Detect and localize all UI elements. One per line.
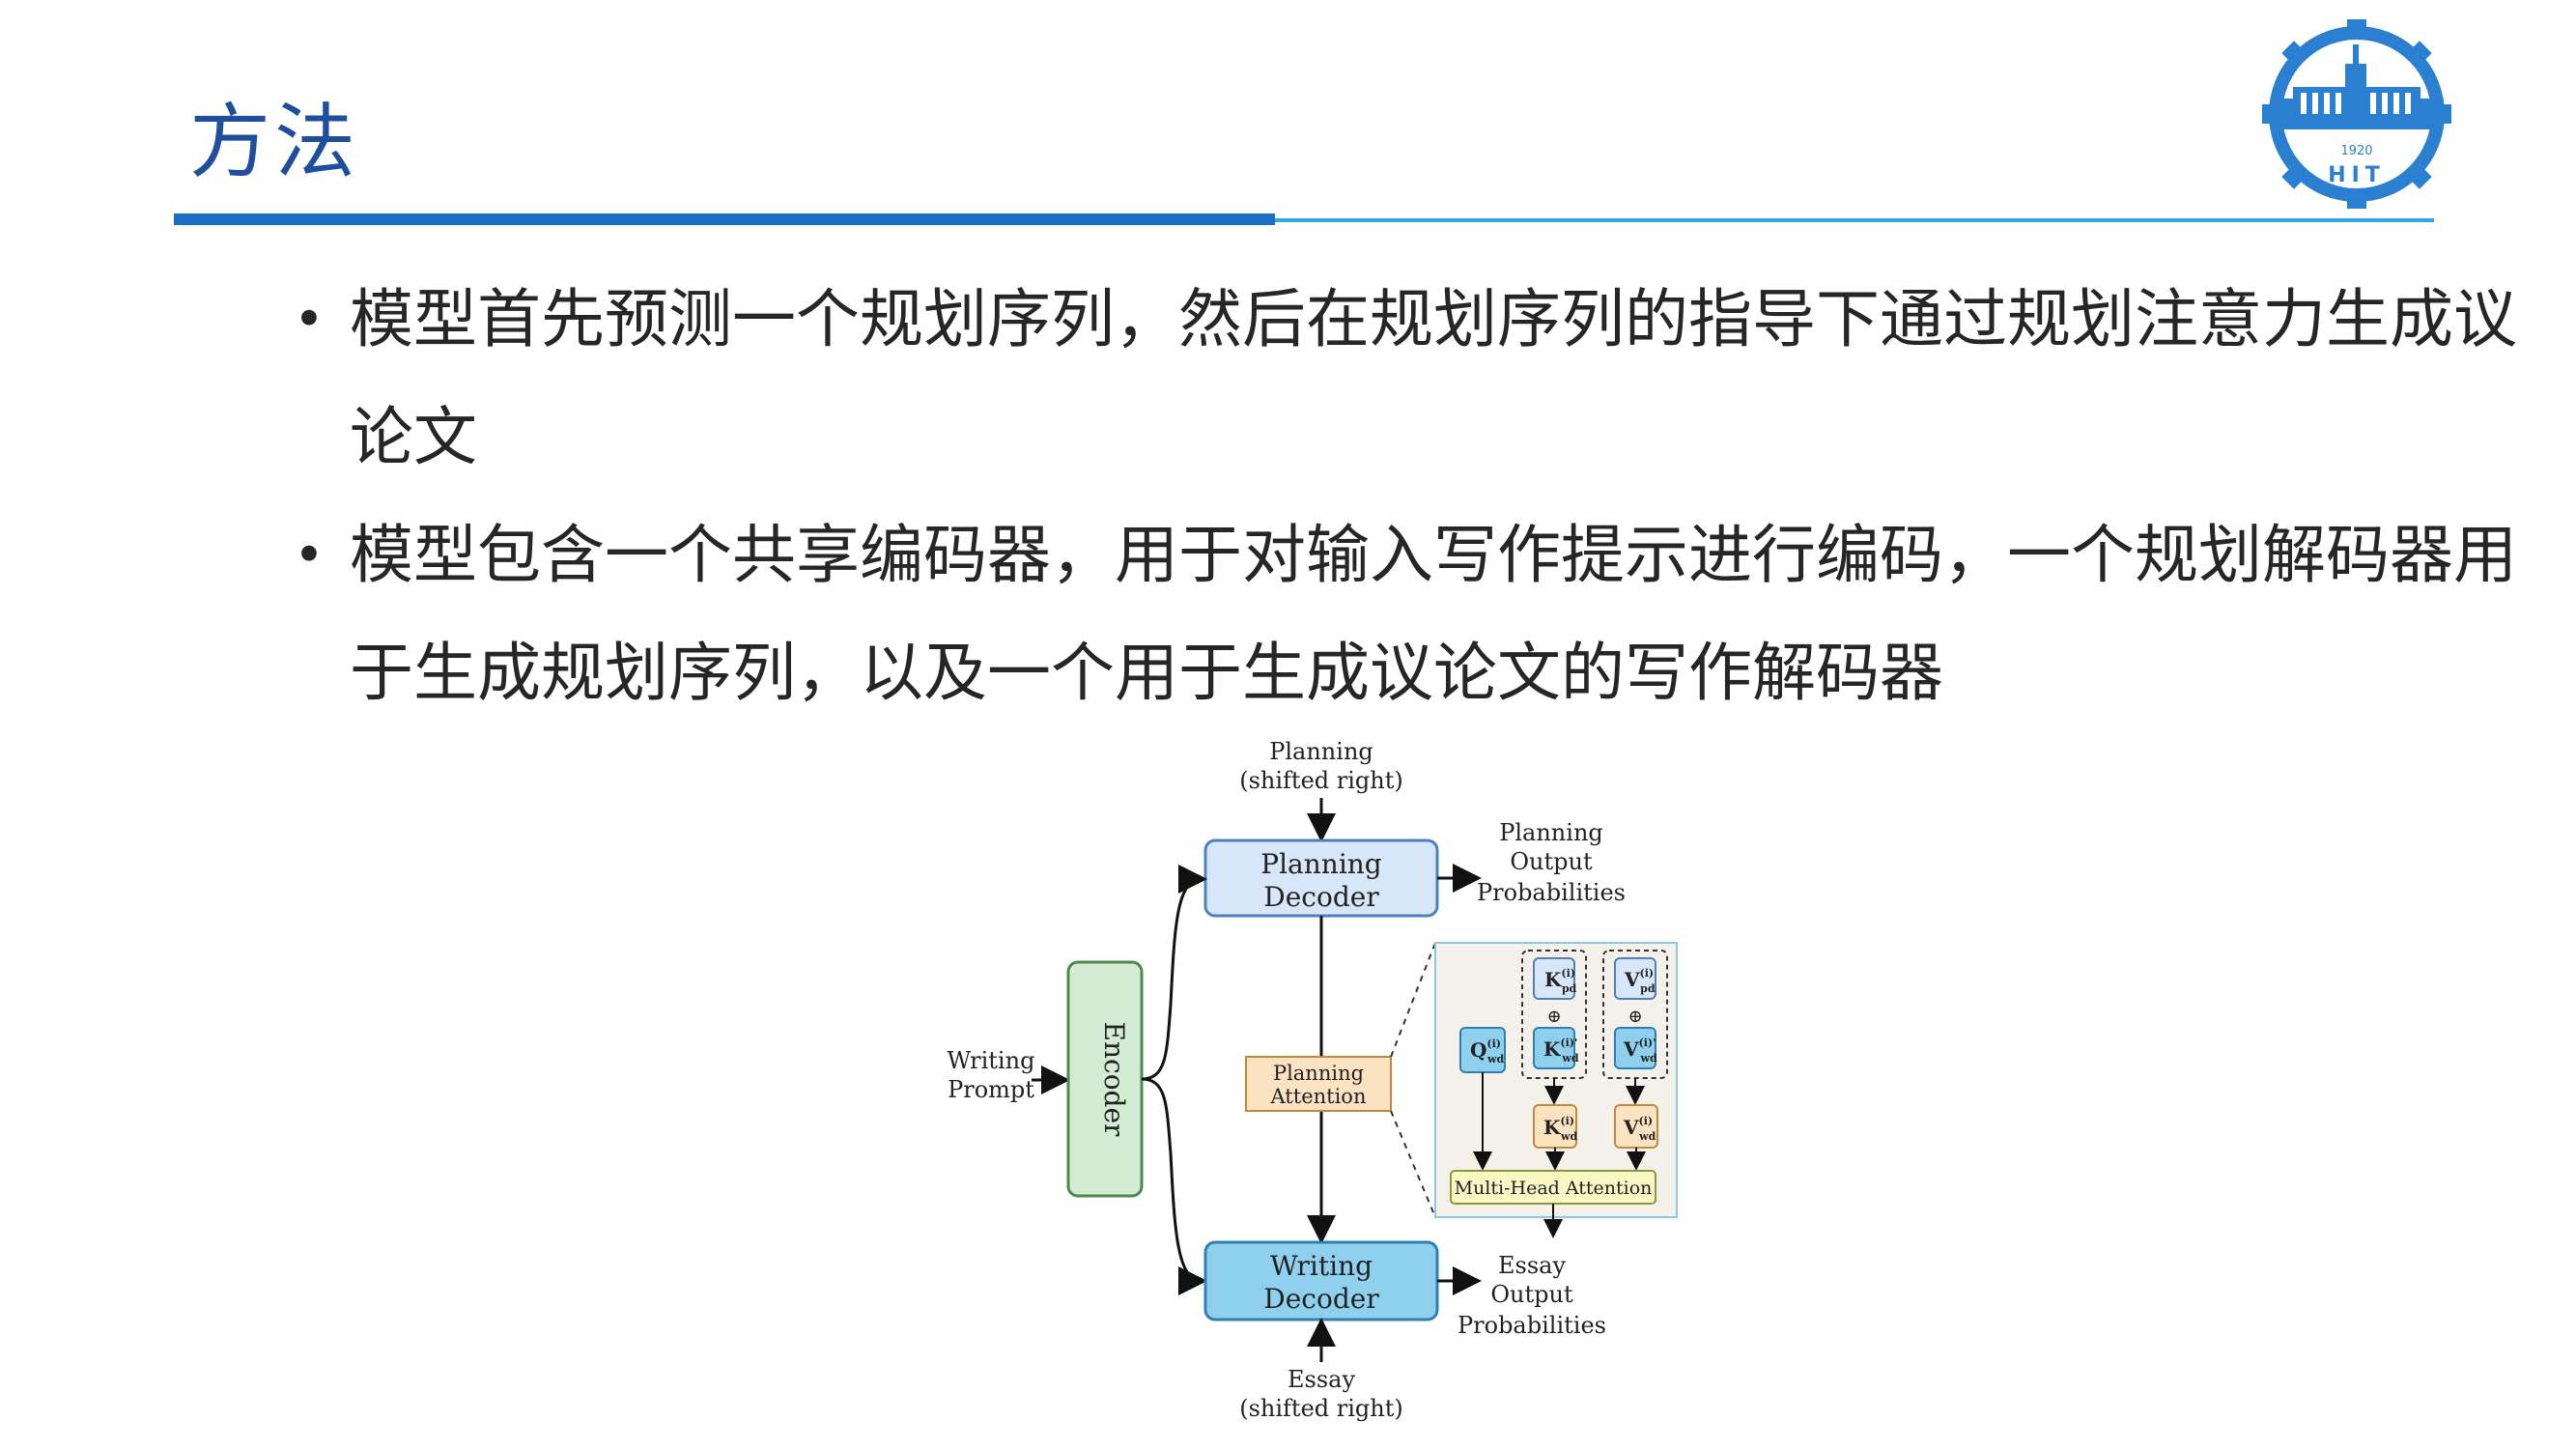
v-pd-box bbox=[1614, 957, 1656, 1000]
planning-output-label: Planning bbox=[1499, 819, 1603, 846]
writing-decoder-label: Decoder bbox=[1263, 1283, 1379, 1315]
k-wd-prime-box bbox=[1533, 1027, 1575, 1069]
essay-output-label: Output bbox=[1490, 1281, 1573, 1308]
essay-output-label: Probabilities bbox=[1458, 1312, 1606, 1339]
planning-output-label: Probabilities bbox=[1477, 879, 1626, 906]
planning-attention-label: Attention bbox=[1270, 1085, 1367, 1108]
planning-attention-box bbox=[1245, 1056, 1392, 1112]
bullet-item: • 模型包含一个共享编码器，用于对输入写作提示进行编码，一个规划解码器用于生成规… bbox=[286, 497, 2536, 732]
essay-input-label: (shifted right) bbox=[1239, 1395, 1403, 1422]
writing-decoder-label: Writing bbox=[1270, 1250, 1373, 1282]
planning-decoder-label: Planning bbox=[1260, 848, 1382, 880]
concat-symbol: ⊕ bbox=[1546, 1007, 1561, 1027]
planning-input-label: Planning bbox=[1269, 738, 1373, 765]
logo-year: 1920 bbox=[2340, 144, 2372, 158]
logo-text: HIT bbox=[2328, 163, 2386, 187]
v-wd-prime-label: V(i)'wd bbox=[1623, 1037, 1657, 1065]
model-architecture-diagram: Planning (shifted right) Planning Decode… bbox=[948, 738, 1678, 1422]
v-wd-label: V(i)wd bbox=[1623, 1115, 1656, 1143]
k-wd-prime-label: K(i)'wd bbox=[1543, 1037, 1579, 1065]
v-wd-prime-box bbox=[1614, 1027, 1656, 1069]
essay-output-label: Essay bbox=[1498, 1252, 1566, 1279]
essay-input-label: Essay bbox=[1288, 1366, 1355, 1393]
planning-output-label: Output bbox=[1510, 848, 1593, 875]
planning-attention-label: Planning bbox=[1273, 1062, 1364, 1085]
planning-decoder-label: Decoder bbox=[1263, 881, 1379, 913]
k-wd-label: K(i)wd bbox=[1543, 1115, 1577, 1143]
multi-head-attention-label: Multi-Head Attention bbox=[1455, 1178, 1653, 1199]
encoder-label: Encoder bbox=[1098, 1022, 1130, 1138]
bullet-list: • 模型首先预测一个规划序列，然后在规划序列的指导下通过规划注意力生成议论文 •… bbox=[286, 261, 2536, 732]
writing-prompt-label: Writing bbox=[948, 1047, 1035, 1074]
title-underline-accent bbox=[1275, 218, 2434, 222]
bullet-dot: • bbox=[294, 525, 325, 585]
hit-logo: 1920 HIT bbox=[2262, 19, 2451, 209]
writing-prompt-label: Prompt bbox=[948, 1076, 1034, 1103]
bullet-text: 模型首先预测一个规划序列，然后在规划序列的指导下通过规划注意力生成议论文 bbox=[350, 282, 2517, 474]
k-pd-box bbox=[1533, 957, 1575, 1000]
v-pd-label: V(i)pd bbox=[1624, 967, 1656, 995]
bullet-dot: • bbox=[294, 289, 325, 350]
q-wd-label: Q(i)wd bbox=[1470, 1037, 1504, 1065]
title-underline bbox=[174, 213, 1275, 225]
k-pd-label: K(i)pd bbox=[1544, 967, 1577, 995]
bullet-text: 模型包含一个共享编码器，用于对输入写作提示进行编码，一个规划解码器用于生成规划序… bbox=[350, 518, 2517, 710]
concat-symbol: ⊕ bbox=[1628, 1007, 1642, 1027]
planning-input-label: (shifted right) bbox=[1239, 767, 1403, 794]
slide-title: 方法 bbox=[189, 95, 360, 189]
bullet-item: • 模型首先预测一个规划序列，然后在规划序列的指导下通过规划注意力生成议论文 bbox=[286, 261, 2536, 497]
